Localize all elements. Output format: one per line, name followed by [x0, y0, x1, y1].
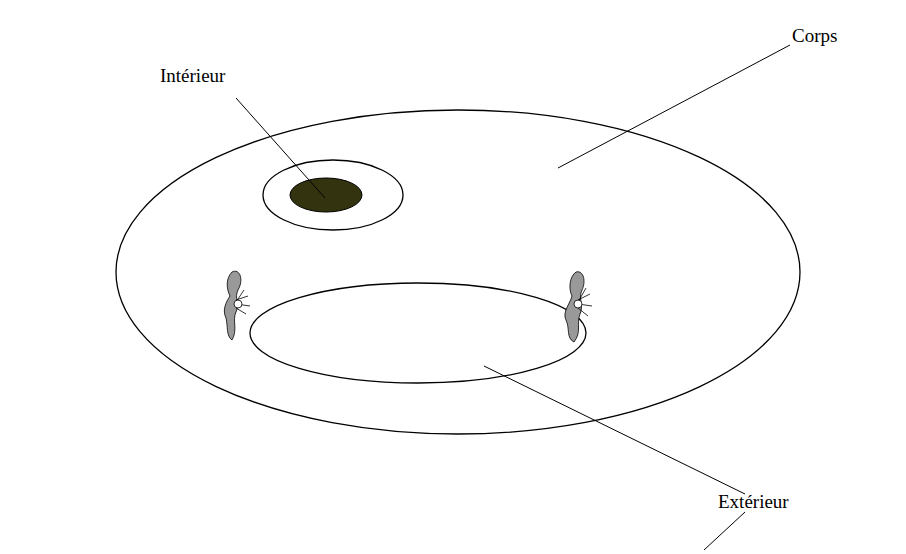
small-compartment [263, 160, 403, 230]
part-label: Extérieur [718, 492, 789, 513]
part-label: Corps [792, 26, 837, 47]
leader-line [558, 45, 790, 168]
leader-line [704, 512, 745, 550]
dark-core [290, 178, 362, 212]
left-tuft [224, 271, 250, 340]
part-label: Intérieur [160, 66, 225, 87]
inner-hole [250, 283, 586, 383]
leader-line [236, 98, 325, 198]
right-tuft [565, 272, 592, 342]
outer-outline [116, 110, 800, 434]
leader-line [484, 366, 745, 494]
